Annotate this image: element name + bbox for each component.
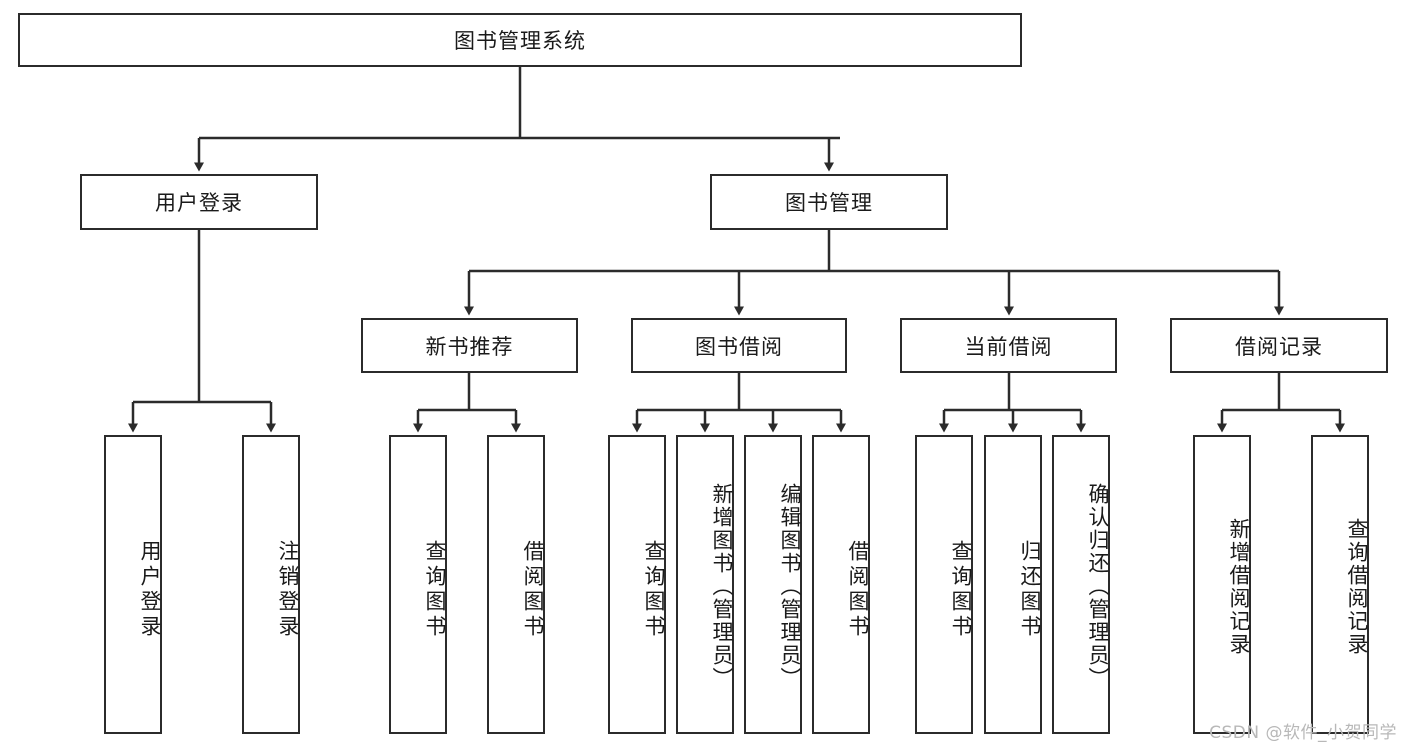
node-book-borrow[interactable]: 图书借阅	[631, 318, 847, 373]
node-label: 图书管理系统	[454, 29, 586, 53]
leaf-add-book-admin[interactable]: 新增图书（管理员）	[676, 435, 734, 734]
node-borrow-record[interactable]: 借阅记录	[1170, 318, 1388, 373]
node-label: 借阅记录	[1235, 334, 1323, 359]
leaf-confirm-return-admin[interactable]: 确认归还（管理员）	[1052, 435, 1110, 734]
node-root-system[interactable]: 图书管理系统	[18, 13, 1022, 67]
edges-root-to-level2	[194, 67, 840, 172]
leaf-add-borrow-record[interactable]: 新增借阅记录	[1193, 435, 1251, 734]
node-label: 注销登录	[276, 539, 300, 640]
leaf-user-logout[interactable]: 注销登录	[242, 435, 300, 734]
node-label: 编辑图书（管理员）	[778, 483, 802, 690]
edges-booklogin-to-leaves	[128, 230, 276, 433]
leaf-query-book-current[interactable]: 查询图书	[915, 435, 973, 734]
csdn-watermark: CSDN @软件_小贺同学	[1209, 723, 1397, 743]
leaf-query-borrow-record[interactable]: 查询借阅记录	[1311, 435, 1369, 734]
node-label: 查询图书	[423, 539, 447, 640]
node-label: 当前借阅	[964, 334, 1053, 359]
node-label: 用户登录	[138, 539, 162, 640]
node-label: 新增图书（管理员）	[710, 483, 734, 690]
node-label: 图书管理	[785, 191, 873, 215]
leaf-user-login[interactable]: 用户登录	[104, 435, 162, 734]
node-label: 查询图书	[949, 539, 973, 640]
edges-record-to-leaves	[1217, 373, 1345, 433]
node-book-management[interactable]: 图书管理	[710, 174, 948, 230]
node-label: 新书推荐	[425, 334, 514, 359]
edges-bookmgmt-to-level3	[464, 230, 1284, 316]
node-label: 借阅图书	[846, 539, 870, 640]
node-label: 确认归还（管理员）	[1086, 483, 1110, 690]
leaf-query-book-borrow[interactable]: 查询图书	[608, 435, 666, 734]
leaf-return-book[interactable]: 归还图书	[984, 435, 1042, 734]
node-label: 新增借阅记录	[1227, 517, 1251, 656]
node-new-book-recommend[interactable]: 新书推荐	[361, 318, 578, 373]
node-current-borrow[interactable]: 当前借阅	[900, 318, 1117, 373]
node-user-login[interactable]: 用户登录	[80, 174, 318, 230]
leaf-borrow-book[interactable]: 借阅图书	[812, 435, 870, 734]
node-label: 借阅图书	[521, 539, 545, 640]
node-label: 图书借阅	[695, 334, 783, 359]
edges-borrow-to-leaves	[632, 373, 846, 433]
node-label: 查询图书	[642, 539, 666, 640]
leaf-edit-book-admin[interactable]: 编辑图书（管理员）	[744, 435, 802, 734]
edges-newbook-to-leaves	[413, 373, 521, 433]
node-label: 归还图书	[1018, 539, 1042, 640]
edges-current-to-leaves	[939, 373, 1086, 433]
node-label: 用户登录	[155, 191, 243, 215]
node-label: 查询借阅记录	[1345, 517, 1369, 656]
leaf-query-book-newbook[interactable]: 查询图书	[389, 435, 447, 734]
leaf-borrow-book-newbook[interactable]: 借阅图书	[487, 435, 545, 734]
